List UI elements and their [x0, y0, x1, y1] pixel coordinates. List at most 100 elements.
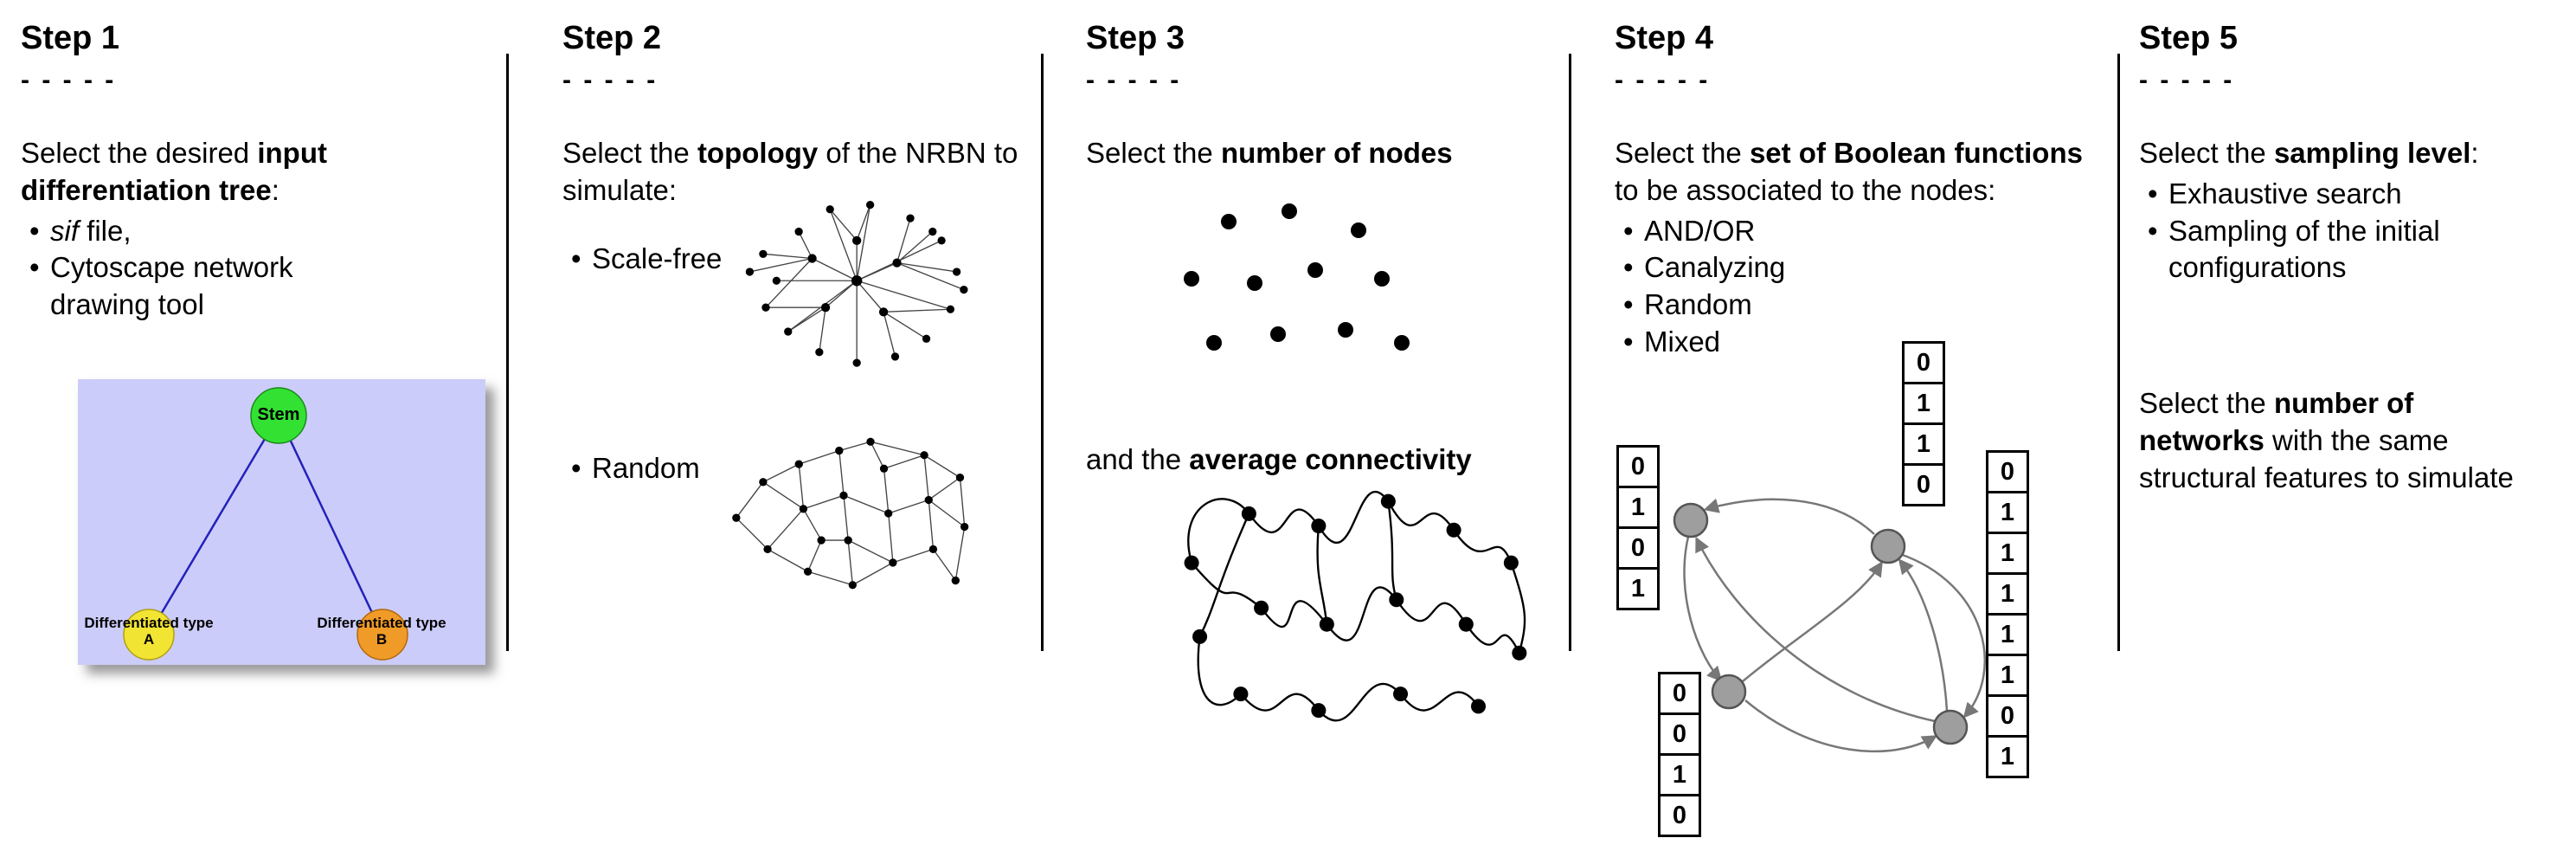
bullet-text: Sampling of the initial configurations	[2168, 214, 2440, 284]
list-item: • Random	[562, 450, 753, 487]
column-divider	[1041, 54, 1044, 651]
paragraph-text: with the same structural features to sim…	[2139, 423, 2514, 493]
step-1-intro: Select the desired input differentiation…	[21, 135, 384, 210]
bullet-marker: •	[2148, 177, 2158, 210]
truth-table-cell: 1	[1986, 735, 2029, 778]
differentiation-tree-image: Stem Differentiated type A Differentiate…	[78, 379, 485, 665]
step-dashes: - - - - -	[2139, 65, 2235, 94]
intro-bold-text: number of nodes	[1220, 136, 1453, 169]
type-a-node	[123, 609, 175, 661]
step-4-column: Step 4 - - - - - Select the set of Boole…	[1615, 20, 2099, 851]
stem-node	[250, 387, 307, 444]
boolean-network-svg	[1673, 498, 1986, 753]
random-edges	[736, 441, 966, 586]
step-5-bullets: •Exhaustive search • Sampling of the init…	[2139, 176, 2576, 287]
intro-text: to be associated to the nodes:	[1615, 173, 1996, 206]
intro-text: Select the	[2139, 136, 2274, 169]
list-item: • Canalyzing	[1615, 249, 1900, 287]
random-nodes	[732, 437, 969, 590]
list-item: • Random	[1615, 287, 1900, 324]
step-title: Step 2	[562, 20, 662, 56]
list-item: • AND/OR	[1615, 213, 1900, 250]
step-dashes: - - - - -	[21, 65, 117, 94]
step-2-intro: Select the topology of the NRBN to simul…	[562, 135, 1021, 210]
bullet-text: Mixed	[1644, 326, 1721, 358]
intro-text: Select the desired	[21, 136, 258, 169]
bullet-marker: •	[1623, 326, 1634, 358]
boolean-nodes	[1673, 502, 1969, 745]
intro-bold-text: sampling level	[2273, 136, 2471, 169]
stem-node-label: Stem	[257, 405, 300, 424]
column-divider	[2117, 54, 2120, 651]
type-b-node	[357, 609, 408, 661]
truth-table-cell: 0	[1986, 450, 2029, 493]
intro-bold-text: average connectivity	[1189, 443, 1472, 475]
boolean-node	[1870, 528, 1906, 564]
paragraph-bold-text: number of networks	[2139, 387, 2414, 456]
bullet-text: Scale-free	[592, 242, 723, 274]
scale-free-bullet: •Scale-free	[562, 241, 753, 278]
bullet-marker: •	[2148, 214, 2158, 247]
step-dashes: - - - - -	[562, 65, 658, 94]
scale-free-network-graphic	[745, 200, 968, 367]
step-4-bullets: • AND/OR • Canalyzing • Random • Mixed	[1615, 213, 1900, 362]
connectivity-edges	[1187, 490, 1526, 722]
list-item: • Mixed	[1615, 324, 1900, 361]
step-title: Step 3	[1086, 20, 1185, 56]
list-item: •Scale-free	[562, 241, 753, 278]
bullet-text: AND/OR	[1644, 214, 1756, 247]
truth-table-cell: 0	[1616, 445, 1660, 488]
intro-text: of the NRBN to simulate:	[562, 136, 1018, 206]
list-item: • Sampling of the initial configurations	[2139, 213, 2576, 287]
connectivity-network-graphic	[1184, 490, 1527, 722]
boolean-edges	[1683, 498, 1986, 753]
truth-table-cell: 1	[1616, 567, 1660, 610]
bullet-text: Random	[592, 452, 700, 484]
list-item: • sif file,	[21, 213, 384, 250]
bullet-text: Cytoscape network drawing tool	[50, 251, 293, 321]
bullet-text: sif file,	[50, 213, 384, 250]
step-1-bullets: • sif file, • Cytoscape network drawing to…	[21, 213, 384, 325]
bullet-marker: •	[1623, 214, 1634, 247]
bullet-rest-text: file,	[79, 214, 132, 247]
paragraph-text: Select the	[2139, 387, 2274, 419]
type-b-node-label: Differentiated type B	[317, 615, 446, 648]
step-2-column: Step 2 - - - - - Select the topology of …	[562, 20, 1021, 851]
step-3-column: Step 3 - - - - - Select the number of no…	[1086, 20, 1588, 851]
truth-table-cell: 0	[1658, 712, 1701, 756]
step-3-line1: Select the number of nodes	[1086, 135, 1588, 172]
truth-table-cell: 1	[1902, 382, 1945, 425]
bullet-italic-text: sif	[50, 214, 79, 247]
truth-table-cell: 0	[1658, 672, 1701, 715]
intro-text: :	[2470, 136, 2479, 169]
step-1-column: Step 1 - - - - - Select the desired inpu…	[21, 20, 485, 851]
boolean-node	[1711, 674, 1747, 710]
step-5-column: Step 5 - - - - - Select the sampling lev…	[2139, 20, 2576, 851]
step-dashes: - - - - -	[1086, 65, 1182, 94]
bullet-text: Random	[1644, 288, 1752, 321]
step-title: Step 1	[21, 20, 120, 56]
bullet-marker: •	[29, 214, 40, 247]
intro-text: Select the	[1086, 136, 1221, 169]
bullet-marker: •	[1623, 288, 1634, 321]
bullet-marker: •	[571, 452, 581, 484]
step-5-paragraph2: Select the number of networks with the s…	[2139, 385, 2546, 497]
boolean-node	[1932, 709, 1969, 745]
step-3-line2: and the average connectivity	[1086, 442, 1588, 479]
differentiation-tree-graphic	[78, 379, 485, 665]
type-a-node-label: Differentiated type A	[84, 615, 214, 648]
truth-table-cell: 1	[1902, 422, 1945, 466]
bullet-marker: •	[29, 251, 40, 284]
list-item: •Exhaustive search	[2139, 176, 2576, 213]
intro-bold-text: topology	[697, 136, 819, 169]
bullet-text: Canalyzing	[1644, 251, 1786, 284]
truth-table-cell: 0	[1616, 526, 1660, 570]
bullet-marker: •	[1623, 251, 1634, 284]
truth-table-cell: 0	[1986, 694, 2029, 738]
